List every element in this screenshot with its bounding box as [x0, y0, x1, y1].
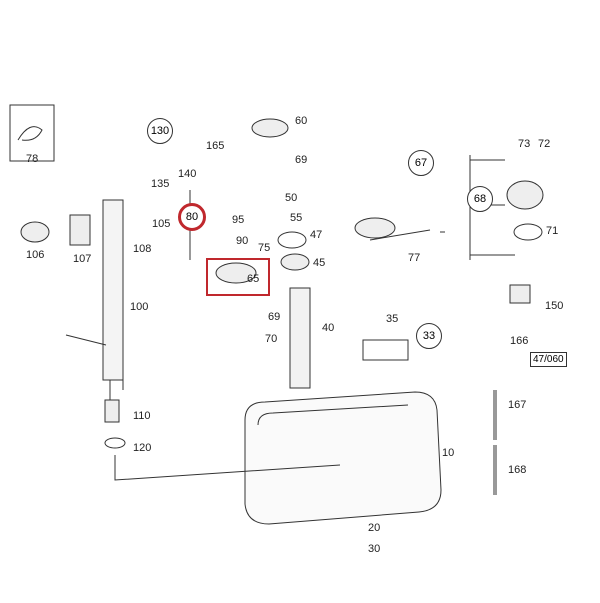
- part-110: [104, 399, 120, 423]
- part-10-tank: [244, 391, 442, 525]
- label-47: 47: [310, 229, 323, 241]
- label-71: 71: [546, 225, 559, 237]
- label-40: 40: [322, 322, 335, 334]
- callout-67: 67: [408, 150, 434, 176]
- callout-68: 68: [467, 186, 493, 212]
- label-107: 107: [73, 253, 92, 265]
- label-100: 100: [130, 301, 149, 313]
- part-65-cap: [215, 262, 257, 284]
- part-45-ring: [280, 253, 310, 271]
- label-135: 135: [151, 178, 170, 190]
- part-120: [104, 437, 126, 449]
- label-20: 20: [368, 522, 381, 534]
- label-120: 120: [133, 442, 152, 454]
- part-71-seal: [513, 223, 543, 241]
- label-165: 165: [206, 140, 225, 152]
- callout-130: 130: [147, 118, 173, 144]
- label-69: 69: [295, 154, 308, 166]
- label-78: 78: [26, 153, 39, 165]
- label-55: 55: [290, 212, 303, 224]
- part-100-sender: [102, 199, 124, 381]
- label-70: 70: [265, 333, 278, 345]
- callout-33: 33: [416, 323, 442, 349]
- label-35: 35: [386, 313, 399, 325]
- label-168: 168: [508, 464, 527, 476]
- part-60-cap: [251, 118, 289, 138]
- label-90: 90: [236, 235, 249, 247]
- label-166: 166: [510, 335, 529, 347]
- label-75: 75: [258, 242, 271, 254]
- label-73: 73: [518, 138, 531, 150]
- label-69b: 69: [268, 311, 281, 323]
- label-30: 30: [368, 543, 381, 555]
- label-167: 167: [508, 399, 527, 411]
- part-47-seal: [277, 231, 307, 249]
- label-105: 105: [152, 218, 171, 230]
- part-106: [20, 221, 50, 243]
- label-10: 10: [442, 447, 455, 459]
- part-107: [69, 214, 91, 246]
- label-65: 65: [247, 273, 260, 285]
- part-78-clip: [17, 126, 43, 141]
- label-45: 45: [313, 257, 326, 269]
- label-77: 77: [408, 252, 421, 264]
- part-33-gasket: [362, 339, 409, 361]
- label-106: 106: [26, 249, 45, 261]
- part-68-cap: [506, 180, 544, 210]
- part-67-cap: [354, 217, 396, 239]
- reference-box-47-060[interactable]: 47/060: [530, 352, 567, 367]
- highlight-box-65: [206, 258, 270, 296]
- label-110: 110: [133, 410, 151, 422]
- part-77-strap: [369, 229, 445, 241]
- part-150: [509, 284, 531, 304]
- part-40-strainer: [289, 287, 311, 389]
- label-140: 140: [178, 168, 197, 180]
- label-150: 150: [545, 300, 564, 312]
- callout-80-highlighted: 80: [178, 203, 206, 231]
- label-72: 72: [538, 138, 551, 150]
- label-108: 108: [133, 243, 152, 255]
- label-50: 50: [285, 192, 298, 204]
- label-95: 95: [232, 214, 245, 226]
- part-78-frame: [9, 104, 55, 162]
- label-60: 60: [295, 115, 308, 127]
